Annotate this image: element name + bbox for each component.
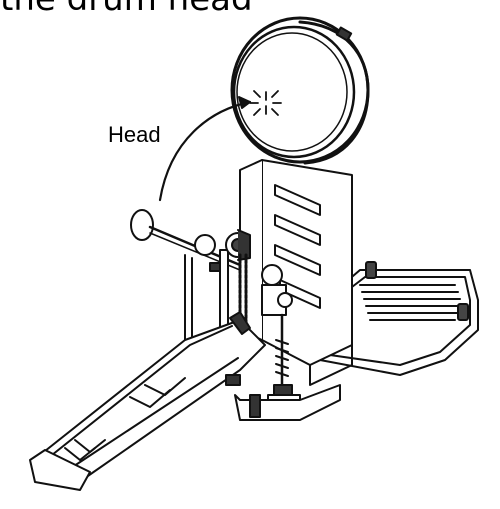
head-callout-label: Head <box>108 122 161 147</box>
head-callout-arrow <box>158 96 252 202</box>
footboard <box>29 311 266 491</box>
pedal-base-bracket <box>225 374 341 421</box>
caption-text: the drum head <box>0 0 253 16</box>
pad-base-plate <box>319 261 479 376</box>
drum-pad <box>230 16 370 165</box>
impact-burst-icon <box>249 90 282 116</box>
